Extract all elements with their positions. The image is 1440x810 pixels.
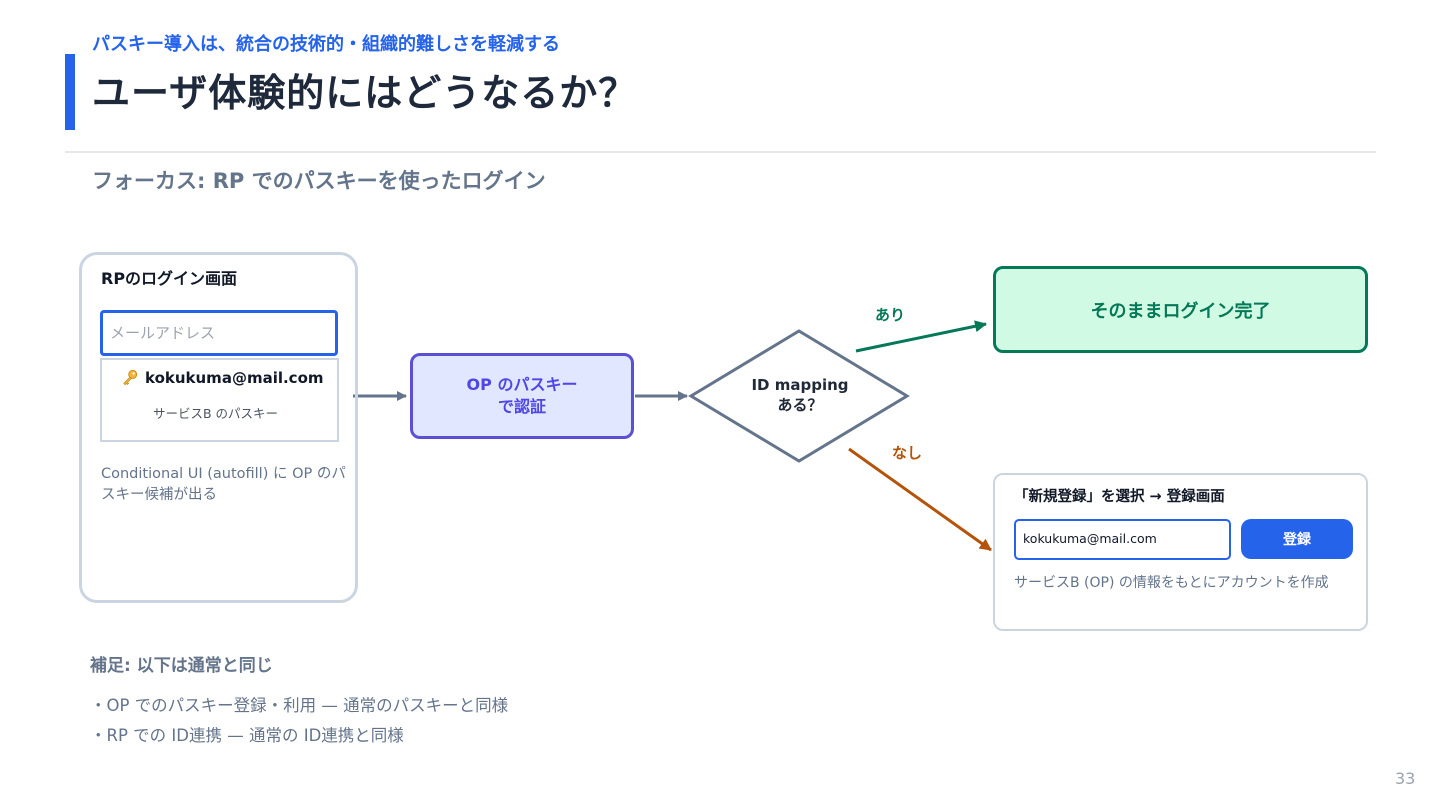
email-input[interactable]	[100, 310, 338, 356]
focus-heading: フォーカス: RP でのパスキーを使ったログイン	[92, 169, 546, 193]
registration-email-value: kokukuma@mail.com	[1023, 531, 1157, 546]
rp-login-title: RPのログイン画面	[101, 269, 238, 288]
page-number: 33	[1395, 769, 1416, 788]
op-auth-box: OP のパスキー で認証	[410, 353, 634, 439]
decision-diamond	[688, 329, 910, 463]
key-icon	[123, 369, 138, 386]
branch-yes-label: あり	[875, 306, 906, 324]
conditional-ui-note: Conditional UI (autofill) に OP のパスキー候補が出…	[101, 466, 346, 503]
accent-bar	[65, 54, 75, 130]
supplement-item: ・RP での ID連携 — 通常の ID連携と同様	[90, 726, 404, 745]
login-complete-label: そのままログイン完了	[1090, 300, 1271, 322]
supplement-item: ・OP でのパスキー登録・利用 — 通常のパスキーと同様	[90, 696, 509, 715]
register-button[interactable]: 登録	[1241, 519, 1353, 559]
email-placeholder: メールアドレス	[110, 324, 216, 342]
op-auth-label: OP のパスキー で認証	[466, 375, 578, 416]
login-complete-box: そのままログイン完了	[993, 266, 1368, 353]
register-button-label: 登録	[1283, 532, 1311, 548]
suggestion-email: kokukuma@mail.com	[145, 369, 324, 387]
passkey-suggestion[interactable]	[100, 358, 339, 442]
header-divider	[65, 151, 1376, 153]
suggestion-subtitle: サービスB のパスキー	[153, 406, 279, 421]
branch-no-label: なし	[892, 444, 923, 462]
registration-email-field[interactable]	[1014, 519, 1231, 560]
arrow-no	[848, 447, 992, 552]
slide-title: ユーザ体験的にはどうなるか？	[92, 71, 638, 115]
slide-subtitle: パスキー導入は、統合の技術的・組織的難しさを軽減する	[92, 34, 560, 55]
supplement-title: 補足: 以下は通常と同じ	[90, 656, 273, 676]
registration-note: サービスB (OP) の情報をもとにアカウントを作成	[1014, 575, 1329, 591]
decision-label: ID mapping ある？	[751, 376, 849, 414]
arrow-yes	[855, 320, 987, 353]
rp-login-panel	[79, 252, 358, 603]
registration-title: 「新規登録」を選択 → 登録画面	[1014, 489, 1225, 505]
